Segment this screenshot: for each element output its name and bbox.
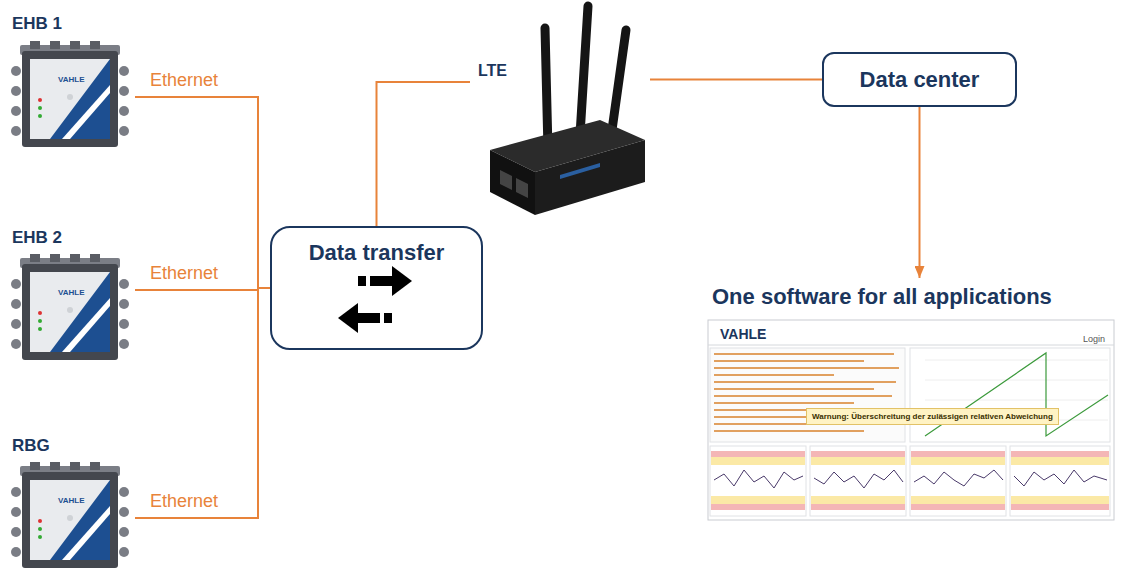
label-holder: Ethernet: [150, 70, 218, 91]
network-link: [650, 79, 822, 81]
node-title: One software for all applications: [712, 284, 1052, 309]
link-label: Ethernet: [150, 263, 218, 284]
warning-message: Warnung: Überschreitung der zulässigen r…: [806, 408, 1059, 425]
label-holder: VAHLE: [720, 325, 766, 343]
device-name: EHB 2: [12, 228, 62, 248]
network-link: [135, 288, 270, 290]
network-link: [135, 288, 270, 518]
link-type: LTE: [478, 62, 507, 80]
device-node: EHB 2: [10, 228, 135, 368]
brand-mark: VAHLE: [58, 496, 85, 505]
label-holder: Ethernet: [150, 263, 218, 284]
process-box: Data transfer: [270, 226, 483, 350]
label-holder: Ethernet: [150, 491, 218, 512]
node-title: Data center: [860, 67, 980, 92]
label-holder: Login: [1083, 328, 1105, 346]
label-holder: VAHLE: [58, 68, 85, 86]
label-holder: Warnung: Überschreitung der zulässigen r…: [806, 405, 1059, 425]
link-label: Ethernet: [150, 70, 218, 91]
device-name: RBG: [12, 436, 50, 456]
brand-mark: VAHLE: [58, 75, 85, 84]
link-label: Ethernet: [150, 491, 218, 512]
network-link: [919, 107, 921, 278]
network-link: [377, 82, 471, 226]
software-logo: VAHLE: [720, 326, 766, 342]
login-link: Login: [1083, 334, 1105, 344]
software-panel: One software for all applications: [705, 280, 1117, 522]
label-holder: VAHLE: [58, 489, 85, 507]
device-node: RBG: [10, 436, 135, 576]
network-link: [135, 97, 270, 288]
device-name: EHB 1: [12, 14, 62, 34]
label-holder: VAHLE: [58, 281, 85, 299]
node-title: Data transfer: [309, 240, 445, 265]
brand-mark: VAHLE: [58, 288, 85, 297]
process-box: Data center: [822, 52, 1017, 107]
router-node: LTE: [470, 4, 650, 216]
